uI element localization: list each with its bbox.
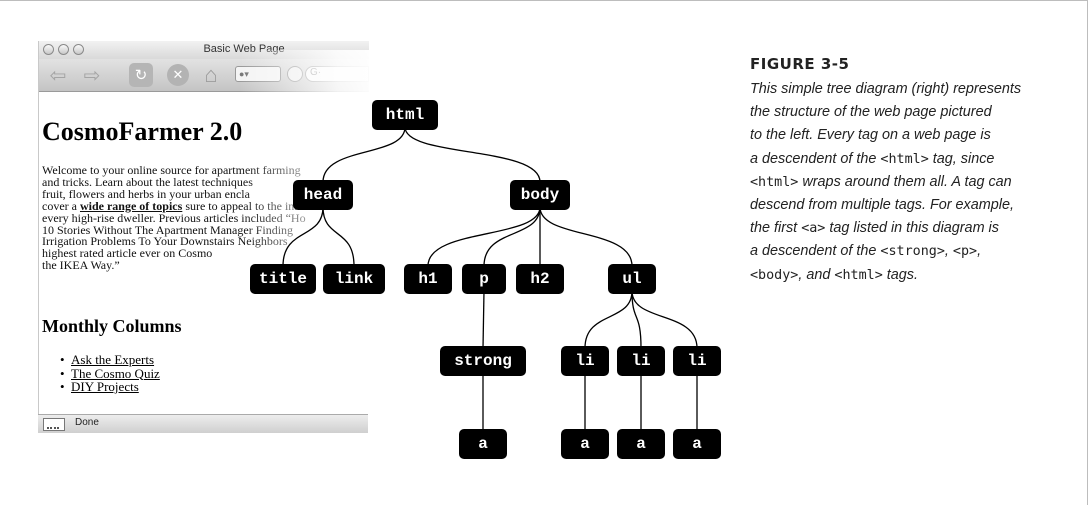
tree-node-head: head bbox=[293, 180, 353, 210]
tree-node-a3: a bbox=[617, 429, 665, 459]
activity-icon bbox=[43, 418, 65, 431]
intro-line: Welcome to your online source for apartm… bbox=[42, 165, 301, 177]
tree-node-ul: ul bbox=[608, 264, 656, 294]
tree-edge-body-p bbox=[483, 206, 541, 267]
caption-code: <a> bbox=[801, 221, 826, 237]
column-link[interactable]: DIY Projects bbox=[71, 379, 139, 394]
tree-edge-p-strong bbox=[482, 290, 485, 349]
tree-node-a1: a bbox=[459, 429, 507, 459]
tree-node-html: html bbox=[372, 100, 438, 130]
caption-code: <html> bbox=[880, 151, 929, 167]
tree-node-li2: li bbox=[617, 346, 665, 376]
tree-edge-ul-li3 bbox=[631, 290, 698, 349]
tree-edge-body-h1 bbox=[427, 206, 541, 267]
tree-node-body: body bbox=[510, 180, 570, 210]
minimize-window-button[interactable] bbox=[58, 44, 69, 55]
stop-icon[interactable]: ✕ bbox=[167, 64, 189, 86]
status-bar: Done bbox=[38, 414, 368, 433]
tree-edge-body-ul bbox=[539, 206, 633, 267]
caption-code: <p> bbox=[952, 244, 978, 260]
tree-edge-head-title bbox=[282, 206, 324, 267]
caption-code: <body> bbox=[750, 267, 799, 283]
column-link[interactable]: Ask the Experts bbox=[71, 352, 155, 367]
tree-node-h2: h2 bbox=[516, 264, 564, 294]
status-text: Done bbox=[75, 417, 99, 428]
home-icon[interactable]: ⌂ bbox=[204, 62, 218, 87]
figure-caption: This simple tree diagram (right) represe… bbox=[750, 78, 1085, 287]
caption-code: <html> bbox=[834, 267, 883, 283]
topics-link[interactable]: wide range of topics bbox=[79, 198, 183, 213]
list-item: Ask the Experts bbox=[60, 353, 160, 367]
close-window-button[interactable] bbox=[43, 44, 54, 55]
reload-icon[interactable]: ↻ bbox=[129, 63, 153, 87]
caption-line: to the left. Every tag on a web page is bbox=[750, 127, 991, 144]
tree-edge-ul-li1 bbox=[584, 290, 633, 349]
figure-label: FIGURE 3-5 bbox=[750, 55, 850, 73]
caption-line: a descendent of the <html> tag, since bbox=[750, 150, 995, 167]
caption-line: descend from multiple tags. For example, bbox=[750, 197, 1014, 214]
zoom-window-button[interactable] bbox=[73, 44, 84, 55]
tree-node-p: p bbox=[462, 264, 506, 294]
intro-line: and tricks. Learn about the latest techn… bbox=[42, 174, 253, 189]
tree-edge-ul-li2 bbox=[631, 290, 642, 349]
tree-node-strong: strong bbox=[440, 346, 526, 376]
back-arrow-icon[interactable]: ⇦ bbox=[49, 64, 67, 87]
list-item: The Cosmo Quiz bbox=[60, 365, 160, 381]
column-link[interactable]: The Cosmo Quiz bbox=[71, 365, 160, 381]
caption-line: <html> wraps around them all. A tag can bbox=[750, 173, 1012, 190]
intro-line: every high-rise dweller. Previous articl… bbox=[42, 210, 306, 225]
columns-link-list: Ask the ExpertsThe Cosmo QuizDIY Project… bbox=[60, 353, 160, 394]
caption-line: <body>, and <html> tags. bbox=[750, 266, 918, 283]
caption-line: This simple tree diagram (right) represe… bbox=[750, 81, 1022, 97]
traffic-lights bbox=[43, 44, 84, 55]
caption-code: <html> bbox=[750, 174, 799, 190]
tree-node-h1: h1 bbox=[404, 264, 452, 294]
forward-arrow-icon[interactable]: ⇨ bbox=[83, 64, 101, 87]
intro-line: the IKEA Way.” bbox=[42, 258, 120, 273]
list-item: DIY Projects bbox=[60, 380, 160, 394]
tree-edge-html-head bbox=[322, 126, 406, 183]
tree-node-title: title bbox=[250, 264, 316, 294]
caption-line: the structure of the web page pictured bbox=[750, 104, 992, 121]
tree-edge-head-link bbox=[322, 206, 355, 267]
tree-node-link: link bbox=[323, 264, 385, 294]
caption-line: a descendent of the <strong>, <p>, bbox=[750, 243, 982, 260]
tree-node-li3: li bbox=[673, 346, 721, 376]
tree-node-a4: a bbox=[673, 429, 721, 459]
caption-code: <strong> bbox=[880, 244, 945, 260]
frame-top-border bbox=[0, 0, 1088, 1]
intro-line: Irrigation Problems To Your Downstairs N… bbox=[42, 234, 288, 249]
page-heading: CosmoFarmer 2.0 bbox=[42, 117, 243, 146]
caption-line: the first <a> tag listed in this diagram… bbox=[750, 220, 999, 237]
tree-node-li1: li bbox=[561, 346, 609, 376]
intro-line: fruit, flowers and herbs in your urban e… bbox=[42, 186, 250, 201]
page-subheading: Monthly Columns bbox=[42, 316, 182, 336]
tree-node-a2: a bbox=[561, 429, 609, 459]
intro-line: highest rated article ever on Cosmo bbox=[42, 246, 213, 261]
tree-edge-html-body bbox=[404, 126, 541, 183]
intro-line: 10 Stories Without The Apartment Manager… bbox=[42, 222, 294, 237]
